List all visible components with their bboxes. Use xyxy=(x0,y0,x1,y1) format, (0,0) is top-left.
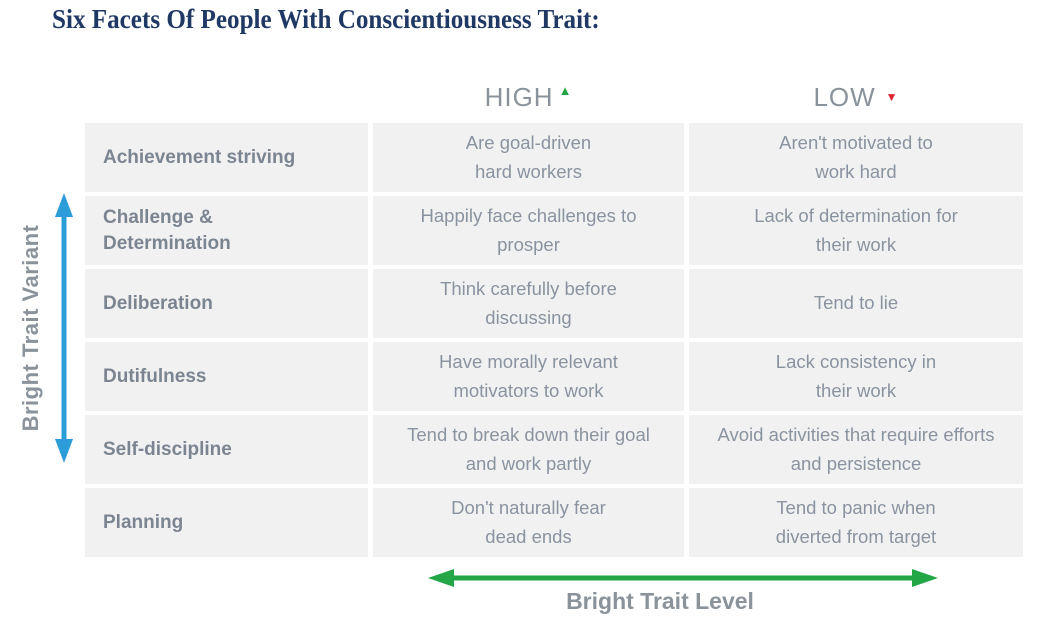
high-cell-challenge-determination: Happily face challenges to prosper xyxy=(373,196,684,265)
vertical-double-arrow-icon xyxy=(55,193,73,463)
facet-label-self-discipline: Self-discipline xyxy=(85,415,368,484)
facet-label-deliberation: Deliberation xyxy=(85,269,368,338)
low-column-header: LOW ▼ xyxy=(689,75,1023,119)
down-triangle-icon: ▼ xyxy=(885,90,899,104)
high-column-header: HIGH ▲ xyxy=(373,75,684,119)
low-cell-deliberation: Tend to lie xyxy=(689,269,1023,338)
vertical-axis-label: Bright Trait Variant xyxy=(18,224,43,432)
low-cell-dutifulness: Lack consistency in their work xyxy=(689,342,1023,411)
high-cell-deliberation: Think carefully before discussing xyxy=(373,269,684,338)
high-cell-achievement-striving: Are goal-driven hard workers xyxy=(373,123,684,192)
page-title: Six Facets Of People With Conscientiousn… xyxy=(52,4,600,34)
facet-label-challenge-determination: Challenge & Determination xyxy=(85,196,368,265)
high-cell-self-discipline: Tend to break down their goal and work p… xyxy=(373,415,684,484)
high-cell-planning: Don't naturally fear dead ends xyxy=(373,488,684,557)
low-cell-achievement-striving: Aren't motivated to work hard xyxy=(689,123,1023,192)
high-cell-dutifulness: Have morally relevant motivators to work xyxy=(373,342,684,411)
high-header-label: HIGH xyxy=(484,81,554,112)
facet-label-dutifulness: Dutifulness xyxy=(85,342,368,411)
horizontal-double-arrow-icon xyxy=(428,569,938,587)
horizontal-axis-label: Bright Trait Level xyxy=(566,588,754,614)
low-cell-self-discipline: Avoid activities that require efforts an… xyxy=(689,415,1023,484)
facet-label-achievement-striving: Achievement striving xyxy=(85,123,368,192)
facets-table: HIGH ▲ LOW ▼ Achievement striving Are go… xyxy=(85,75,1023,557)
low-header-label: LOW xyxy=(813,81,876,112)
facet-label-planning: Planning xyxy=(85,488,368,557)
low-cell-challenge-determination: Lack of determination for their work xyxy=(689,196,1023,265)
up-triangle-icon: ▲ xyxy=(558,82,573,98)
header-spacer xyxy=(85,75,368,119)
low-cell-planning: Tend to panic when diverted from target xyxy=(689,488,1023,557)
